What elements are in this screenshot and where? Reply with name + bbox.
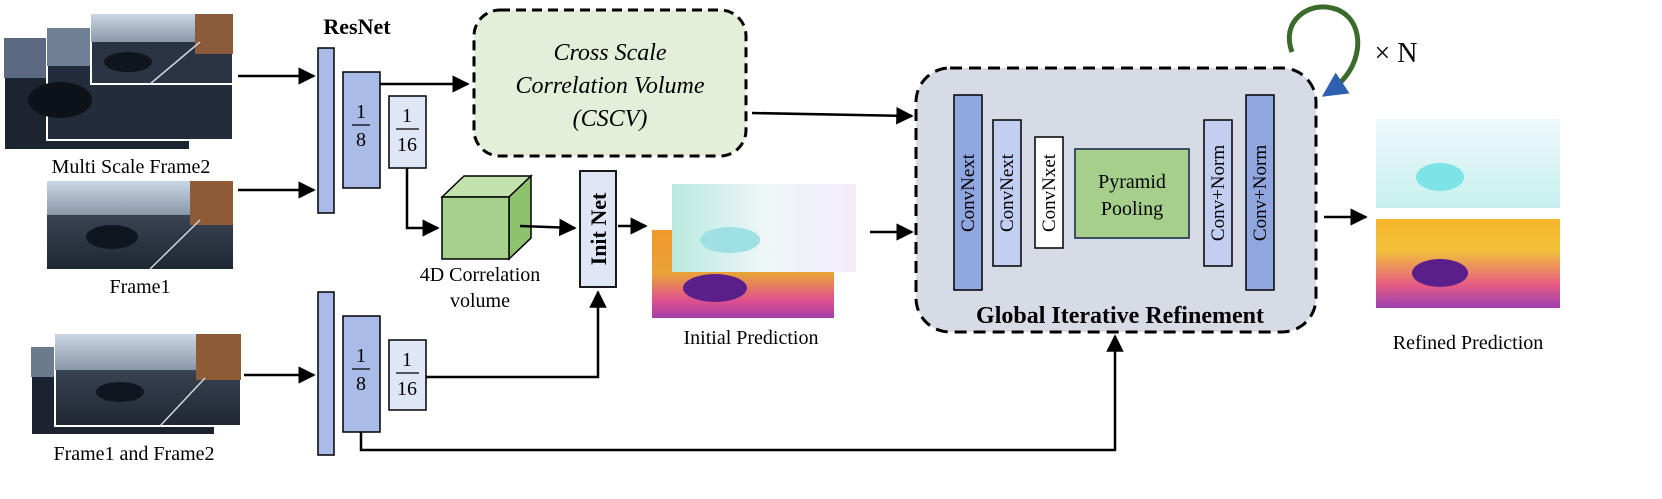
resnet-bottom-sixteenth-block [388,339,427,411]
correlation-label-line2: volume [450,290,510,312]
convnext-block-2 [992,119,1022,267]
arrow-bottom-sixteenth-to-initnet [426,290,607,379]
bottom-sixteenth-denominator: 16 [397,378,417,400]
conv-norm-block-2 [1245,94,1275,291]
loop-arrow-icon [1286,4,1361,97]
initial-prediction-label: Initial Prediction [684,327,819,349]
pyramid-pooling-line1: Pyramid [1098,171,1166,193]
resnet-bottom-trunk [317,291,335,456]
frame1-frame2-label: Frame1 and Frame2 [53,443,214,465]
convnext-block-3 [1034,136,1064,249]
cscv-box [472,8,748,158]
bottom-eighth-denominator: 8 [356,373,366,395]
bottom-sixteenth-numerator: 1 [402,349,412,371]
top-eighth-denominator: 8 [356,129,366,151]
cscv-line2: Correlation Volume [515,73,704,99]
conv-norm-block-1 [1203,119,1233,267]
refinement-title: Global Iterative Refinement [976,303,1264,329]
arrow-cube-to-initnet [519,218,577,237]
top-eighth-numerator: 1 [356,101,366,123]
cscv-line1: Cross Scale [553,40,666,66]
loop-count-label: × N [1374,38,1417,69]
convnext-block-3-label: ConvNxet [1039,153,1060,232]
resnet-top-sixteenth-block [388,95,427,169]
frame1-label: Frame1 [109,276,170,298]
multi-scale-frame2-label: Multi Scale Frame2 [52,156,211,178]
multi-scale-frame2-image [3,13,234,151]
init-net-block [579,170,617,288]
cscv-line3: (CSCV) [573,106,648,132]
bottom-eighth-numerator: 1 [356,345,366,367]
pyramid-pooling-block [1074,148,1190,239]
resnet-top-eighth-block [342,71,381,189]
arrow-cscv-to-refinement [751,106,914,125]
init-net-label: Init Net [586,192,611,265]
resnet-top-trunk [317,47,335,214]
convnext-block-1-label: ConvNext [958,153,979,232]
resnet-title: ResNet [323,14,391,39]
correlation-cube [440,174,533,261]
frame1-frame2-image [30,333,242,436]
convnext-block-2-label: ConvNext [997,153,1018,232]
frame1-image [47,181,233,270]
arrow-sixteenth-to-cube [405,168,440,237]
conv-norm-block-2-label: Conv+Norm [1250,145,1271,241]
correlation-label-line1: 4D Correlation [420,264,541,286]
top-sixteenth-denominator: 16 [397,134,417,156]
pyramid-pooling-line2: Pooling [1101,198,1163,220]
top-sixteenth-numerator: 1 [402,105,412,127]
initial-prediction-image [652,184,856,318]
refined-prediction-image [1376,119,1560,308]
conv-norm-block-1-label: Conv+Norm [1208,145,1229,241]
refined-prediction-label: Refined Prediction [1393,332,1544,354]
convnext-block-1 [953,94,983,291]
arrow-bottom-eighth-to-refinement [359,334,1124,452]
resnet-bottom-eighth-block [342,315,381,433]
